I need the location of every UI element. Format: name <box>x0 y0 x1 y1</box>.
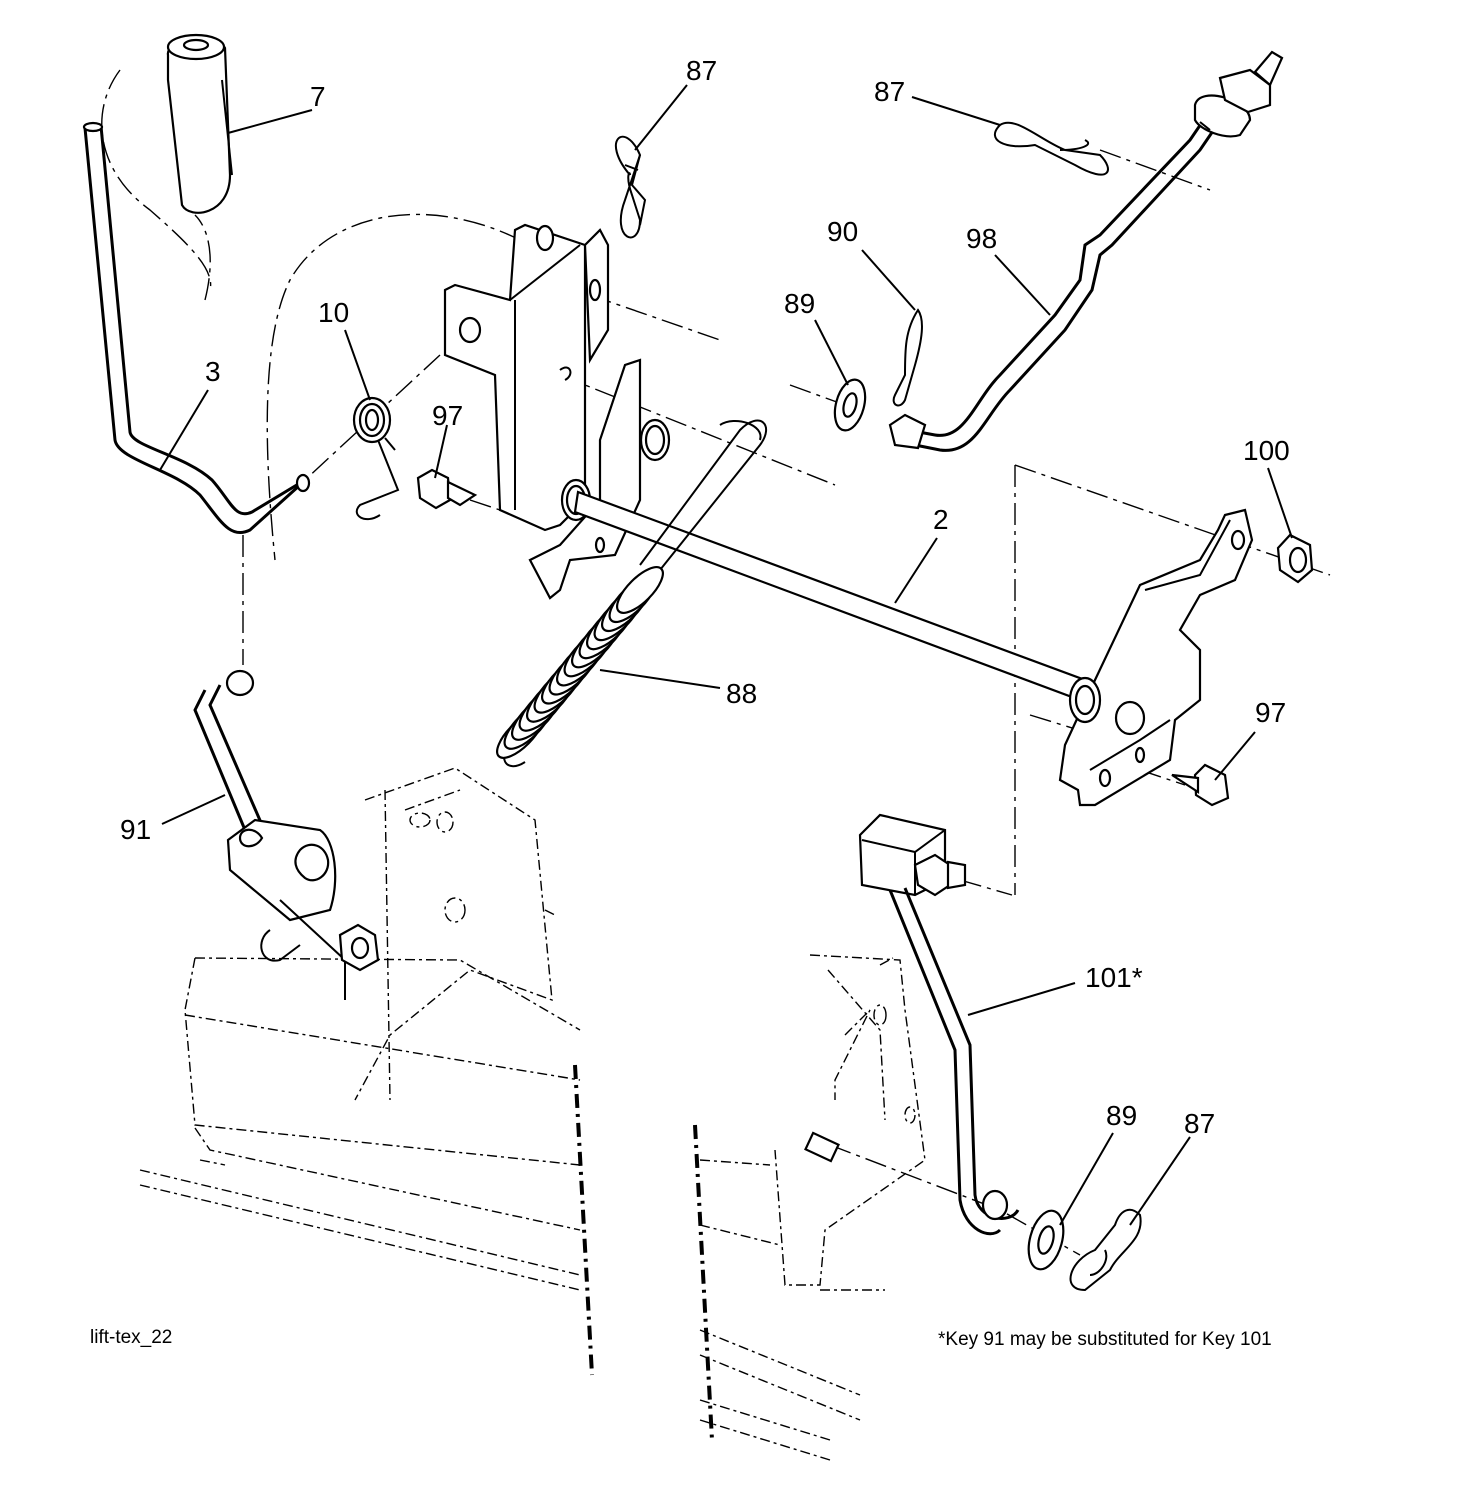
callout-2: 2 <box>933 504 949 535</box>
drawing-id: lift-tex_22 <box>90 1327 172 1348</box>
callouts: 7 87 87 10 3 97 90 98 89 100 2 88 97 91 … <box>120 55 1290 1139</box>
flat-washer-bottom <box>1027 1209 1065 1271</box>
leader-lines <box>159 84 1293 1226</box>
callout-87-top: 87 <box>686 55 717 86</box>
callout-89-bottom: 89 <box>1106 1100 1137 1131</box>
callout-88: 88 <box>726 678 757 709</box>
callout-89-top: 89 <box>784 288 815 319</box>
handle-grip <box>166 33 233 214</box>
callout-97-left: 97 <box>432 400 463 431</box>
callout-87-right: 87 <box>874 76 905 107</box>
callout-3: 3 <box>205 356 221 387</box>
callout-100: 100 <box>1243 435 1290 466</box>
hairpin-clip-right <box>993 121 1109 176</box>
callout-101: 101* <box>1085 962 1143 993</box>
hairpin-clip-top <box>614 135 647 239</box>
callout-7: 7 <box>310 81 326 112</box>
adjustment-rod <box>888 50 1284 452</box>
lift-plate-right <box>1058 508 1254 807</box>
lift-link-left <box>193 669 380 1000</box>
callout-87-bottom: 87 <box>1184 1108 1215 1139</box>
deck-frame-left <box>139 767 594 1376</box>
callout-91: 91 <box>120 814 151 845</box>
footnote: *Key 91 may be substituted for Key 101 <box>938 1329 1272 1350</box>
bolt-left <box>416 468 478 510</box>
lift-lever <box>82 121 311 534</box>
callout-97-right: 97 <box>1255 697 1286 728</box>
callout-98: 98 <box>966 223 997 254</box>
hex-nut <box>1276 533 1314 584</box>
callout-10: 10 <box>318 297 349 328</box>
deck-frame-right <box>693 954 926 1461</box>
cotter-pin <box>892 308 923 407</box>
bolt-right <box>1171 763 1230 807</box>
callout-90: 90 <box>827 216 858 247</box>
flat-washer-top <box>833 378 867 432</box>
lift-link-right <box>858 813 1020 1236</box>
lift-bracket <box>443 223 671 600</box>
hairpin-clip-bottom <box>1069 1208 1142 1292</box>
spring-coil <box>616 566 664 614</box>
torsion-spring <box>352 396 400 521</box>
extension-spring <box>496 419 767 768</box>
